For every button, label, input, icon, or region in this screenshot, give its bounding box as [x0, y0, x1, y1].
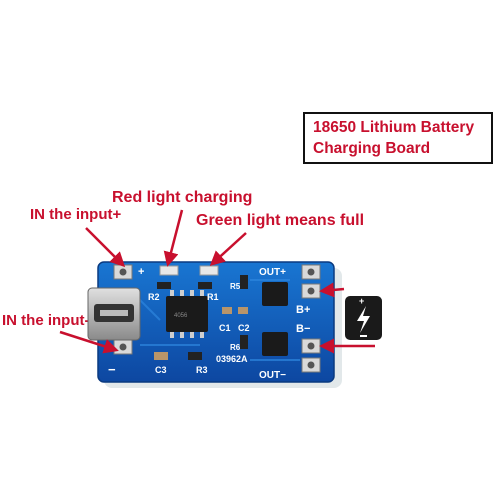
title-box: 18650 Lithium Battery Charging Board: [303, 112, 493, 164]
label-in-minus: IN the input-: [2, 312, 90, 329]
pad-out-plus: [301, 264, 321, 280]
silk-r5: R5: [230, 282, 241, 291]
silk-model: 03962A: [216, 354, 248, 364]
resistor-r5: [240, 275, 248, 289]
label-in-plus: IN the input+: [30, 206, 122, 223]
silk-out-plus: OUT+: [259, 267, 286, 278]
label-green-light: Green light means full: [196, 212, 365, 229]
resistor-r1: [198, 282, 212, 289]
label-red-light: Red light charging: [112, 189, 253, 206]
title-line-1: 18650 Lithium Battery: [313, 119, 475, 136]
led-red: [159, 265, 179, 276]
pad-b-plus: [301, 283, 321, 299]
micro-usb-port: [87, 287, 141, 341]
silk-r6: R6: [230, 343, 241, 352]
resistor-r3: [188, 352, 202, 360]
resistor-r2: [157, 282, 171, 289]
ic-marking: 4056: [174, 313, 188, 319]
silk-b-minus: B−: [296, 323, 310, 335]
protection-chip-top: [262, 282, 288, 306]
silk-c3: C3: [155, 365, 167, 375]
silk-minus: −: [108, 362, 116, 377]
arrow-green-light: [209, 232, 247, 267]
arrow-red-light: [163, 209, 184, 267]
protection-chip-bottom: [262, 332, 288, 356]
pad-in-plus: [113, 264, 133, 280]
arrow-b-plus: [319, 282, 345, 298]
capacitor-c1: [222, 307, 232, 314]
silk-c2: C2: [238, 323, 250, 333]
silk-r3: R3: [196, 365, 208, 375]
battery-charging-icon: +: [345, 291, 382, 340]
silk-r1: R1: [207, 292, 219, 302]
resistor-r6: [240, 335, 248, 349]
arrow-in-plus: [85, 227, 126, 268]
silk-plus: +: [138, 266, 144, 278]
pad-in-minus: [113, 339, 133, 355]
title-line-2: Charging Board: [313, 140, 431, 157]
pad-b-minus: [301, 338, 321, 354]
capacitor-c2: [238, 307, 248, 314]
capacitor-c3: [154, 352, 168, 360]
silk-r2: R2: [148, 292, 160, 302]
svg-text:+: +: [359, 296, 364, 306]
silk-c1: C1: [219, 323, 231, 333]
led-green: [199, 265, 219, 276]
silk-b-plus: B+: [296, 304, 310, 316]
silk-out-minus: OUT−: [259, 370, 286, 381]
pad-out-minus: [301, 357, 321, 373]
charger-ic: [166, 290, 208, 338]
arrow-in-minus: [59, 330, 119, 354]
